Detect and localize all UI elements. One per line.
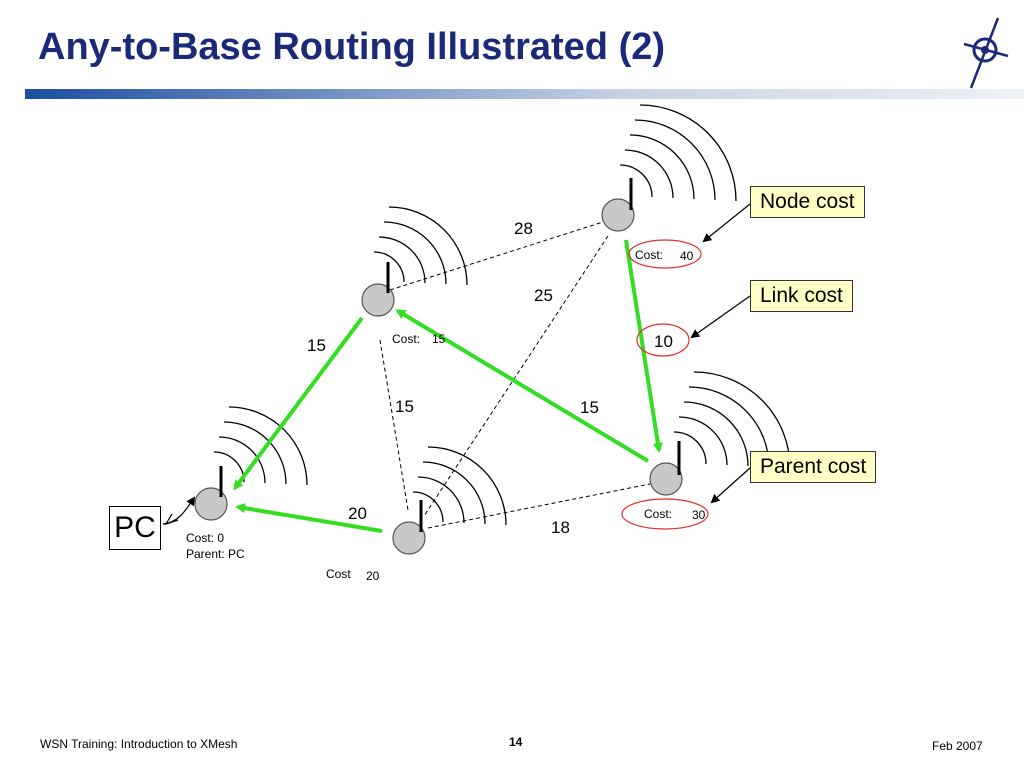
link-cost-base-lefttop: 15 [307, 336, 326, 355]
link-cost-lefttop-rightmid: 15 [580, 398, 599, 417]
pc-box: PC [109, 506, 161, 550]
radio-waves [213, 104, 791, 526]
footer-course-title: WSN Training: Introduction to XMesh [40, 737, 238, 751]
link-cost-righttop-bottommid: 25 [534, 286, 553, 305]
title-underline-bar [25, 89, 1024, 99]
right-mid-cost-value: 30 [692, 508, 706, 522]
highlight-circles [621, 239, 709, 530]
base-parent-label: Parent: PC [186, 547, 245, 561]
callout-pointers [690, 203, 751, 504]
right-mid-cost-label: Cost: [644, 507, 673, 521]
dashed-links [379, 221, 651, 529]
right-top-cost-value: 40 [680, 249, 694, 263]
page-number: 14 [509, 735, 523, 749]
link-cost-bottommid-rightmid: 18 [551, 518, 570, 537]
node-cost-callout: Node cost [750, 186, 865, 218]
link-cost-lefttop-bottommid: 15 [395, 397, 414, 416]
route-arrows [233, 239, 663, 533]
slide-title: Any-to-Base Routing Illustrated (2) [38, 26, 666, 68]
footer-date: Feb 2007 [932, 739, 983, 753]
sensor-node-right-top [601, 178, 635, 232]
bottom-mid-cost-label: Cost [326, 567, 351, 581]
link-cost-base-bottommid: 20 [348, 504, 367, 523]
sensor-node-right-mid [649, 441, 683, 496]
left-top-cost-value: 15 [432, 332, 446, 346]
link-cost-callout: Link cost [750, 280, 853, 312]
parent-cost-callout: Parent cost [750, 451, 877, 483]
left-top-cost-label: Cost: [392, 332, 421, 346]
right-top-cost-label: Cost: [635, 248, 664, 262]
sensor-node-left-top [361, 262, 395, 317]
sensor-node-base [194, 466, 228, 521]
link-cost-righttop-rightmid: 10 [654, 332, 673, 351]
sensor-node-bottom-mid [392, 500, 426, 555]
bottom-mid-cost-value: 20 [366, 569, 380, 583]
base-cost-label: Cost: 0 [186, 531, 225, 545]
link-cost-lefttop-righttop: 28 [514, 219, 533, 238]
compass-star-icon [963, 17, 1009, 89]
